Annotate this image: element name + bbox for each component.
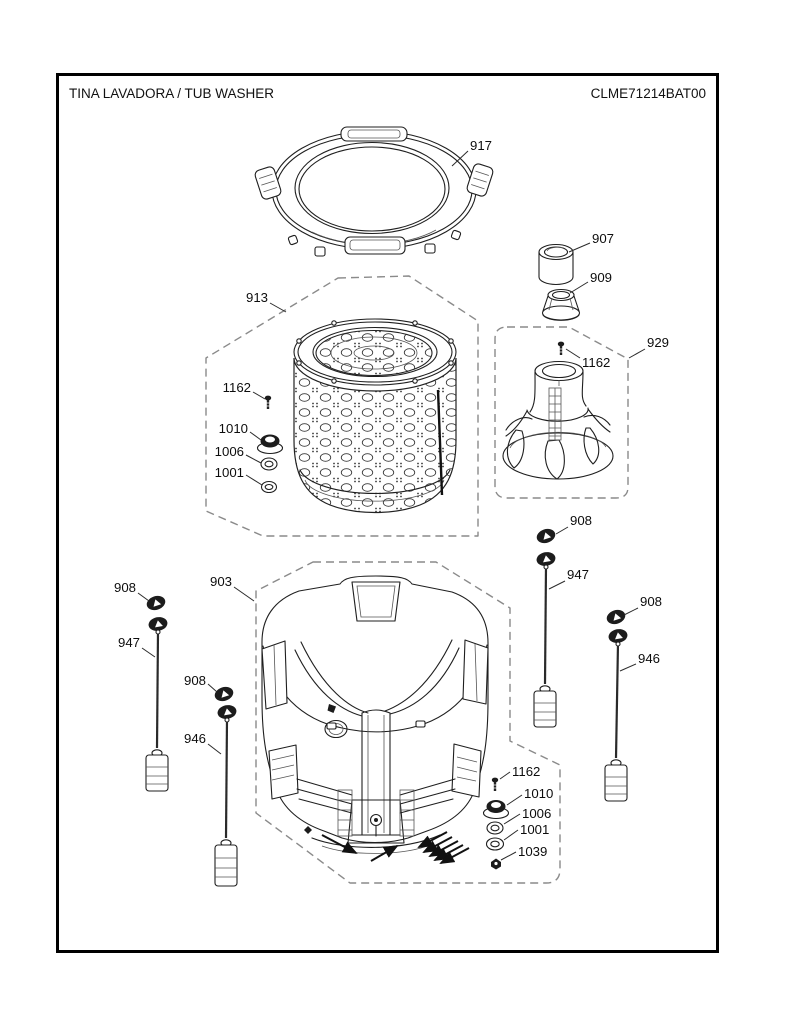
- tub-ring-drawing: [254, 126, 494, 257]
- basket-seal: [260, 480, 278, 494]
- tub-screw: [491, 777, 499, 791]
- leader-left-947: [141, 647, 156, 658]
- callout-929: 929: [647, 335, 669, 350]
- basket-assembly-box: [205, 275, 479, 537]
- leader-909: [569, 281, 589, 294]
- document-code: CLME71214BAT00: [591, 86, 706, 101]
- leader-left-inner-908: [207, 683, 218, 693]
- leader-907: [568, 242, 591, 253]
- leader-agitator-1162: [565, 348, 581, 359]
- suspension-rod-left-inner: [214, 686, 238, 887]
- tub-seal: [485, 837, 505, 851]
- callout-right-947: 947: [567, 567, 589, 582]
- leader-basket-1162: [252, 391, 266, 400]
- callout-tub-1039: 1039: [518, 844, 547, 859]
- leader-left-908: [137, 592, 150, 602]
- leader-far-right-946: [619, 663, 637, 672]
- agitator-assembly-box: [494, 326, 629, 499]
- leader-903: [233, 586, 255, 602]
- tub-cap-nut: [491, 858, 501, 870]
- callout-basket-1001: 1001: [215, 465, 244, 480]
- leader-tub-1162: [499, 771, 511, 780]
- coupling-drawing: [538, 243, 574, 286]
- leader-tub-1039: [500, 851, 517, 861]
- callout-917: 917: [470, 138, 492, 153]
- callout-903: 903: [210, 574, 232, 589]
- suspension-rod-far-right: [604, 609, 628, 802]
- leader-right-947: [548, 580, 566, 590]
- outer-tub-drawing: [261, 575, 489, 854]
- callout-right-908: 908: [570, 513, 592, 528]
- callout-left-908: 908: [114, 580, 136, 595]
- tub-nut: [482, 800, 510, 820]
- callout-left-inner-946: 946: [184, 731, 206, 746]
- callout-tub-1010: 1010: [524, 786, 553, 801]
- leader-917: [451, 150, 469, 167]
- suspension-rod-right: [533, 528, 557, 728]
- callout-tub-1001: 1001: [520, 822, 549, 837]
- basket-screw: [264, 395, 272, 409]
- callout-far-right-946: 946: [638, 651, 660, 666]
- callout-far-right-908: 908: [640, 594, 662, 609]
- slip-ring-drawing: [541, 288, 581, 321]
- callout-913: 913: [246, 290, 268, 305]
- basket-nut: [256, 434, 284, 455]
- callout-tub-1006: 1006: [522, 806, 551, 821]
- spin-basket-drawing: [293, 318, 457, 514]
- leader-tub-1006: [503, 813, 521, 825]
- basket-washer: [260, 457, 278, 471]
- diagram-title: TINA LAVADORA / TUB WASHER: [69, 86, 274, 101]
- leader-929: [628, 348, 646, 359]
- outer-tub-assembly-box: [255, 561, 561, 884]
- leader-913: [269, 302, 287, 313]
- leader-basket-1006: [245, 454, 262, 464]
- leader-right-908: [555, 526, 569, 535]
- leader-basket-1010: [249, 431, 262, 441]
- agitator-drawing: [502, 360, 614, 480]
- suspension-rod-left: [145, 595, 169, 792]
- cable-tie-arrows: [304, 826, 470, 864]
- callout-basket-1010: 1010: [219, 421, 248, 436]
- callout-tub-1162: 1162: [512, 764, 540, 779]
- callout-basket-1006: 1006: [215, 444, 244, 459]
- leader-basket-1001: [245, 474, 263, 486]
- agitator-screw: [557, 341, 565, 355]
- callout-909: 909: [590, 270, 612, 285]
- leader-far-right-908: [623, 607, 639, 616]
- leader-left-inner-946: [207, 743, 222, 755]
- callout-left-947: 947: [118, 635, 140, 650]
- callout-agitator-1162: 1162: [582, 355, 610, 370]
- callout-907: 907: [592, 231, 614, 246]
- tub-washer: [486, 821, 504, 835]
- leader-tub-1001: [503, 829, 519, 841]
- callout-left-inner-908: 908: [184, 673, 206, 688]
- leader-tub-1010: [506, 794, 523, 806]
- callout-basket-1162: 1162: [223, 380, 251, 395]
